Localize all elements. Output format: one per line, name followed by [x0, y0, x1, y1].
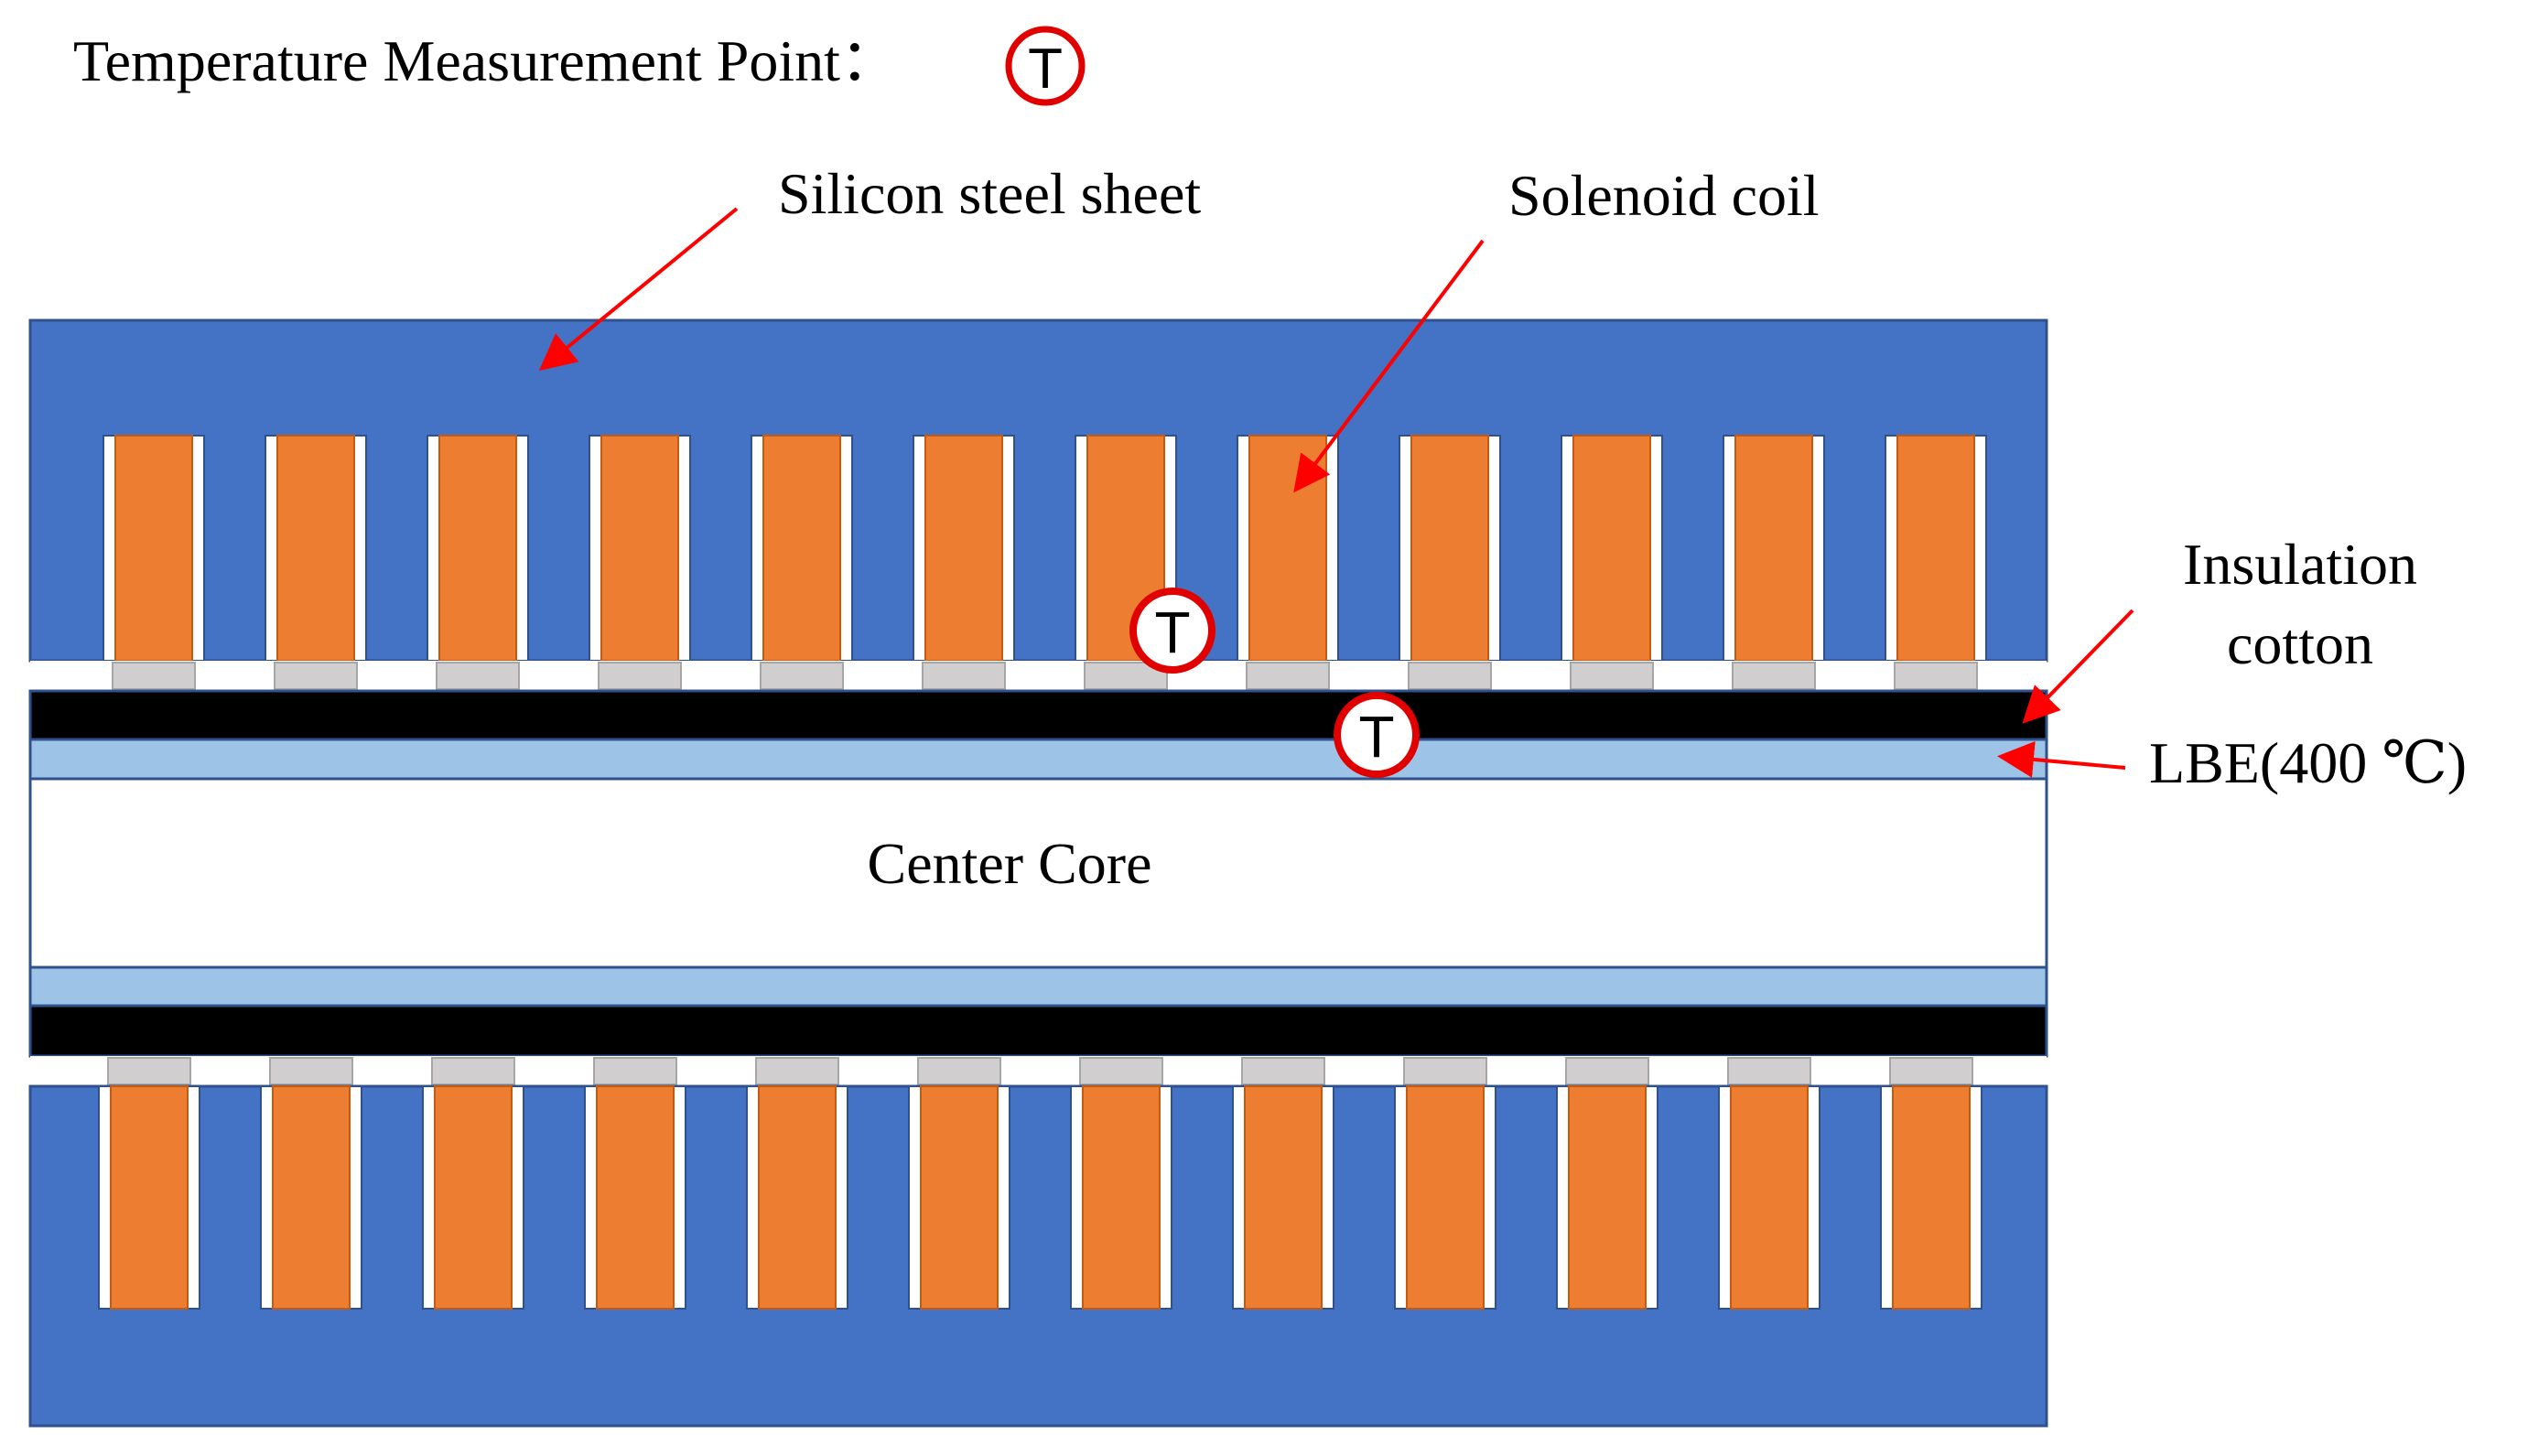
bottom-silicon-steel-sheet — [28, 1084, 2048, 1428]
top-solenoid-coil — [114, 435, 193, 662]
lbe-label: LBE(400 ℃) — [2149, 730, 2467, 795]
lbe-arrow — [1997, 740, 2126, 778]
bottom-solenoid-coil — [1082, 1085, 1161, 1310]
bottom-spacer-block — [269, 1057, 353, 1085]
bottom-spacer-block — [107, 1057, 191, 1085]
top-solenoid-coil — [924, 435, 1003, 662]
insulation-cotton-label-line2: cotton — [2227, 611, 2373, 676]
silicon-steel-sheet-arrow — [538, 207, 739, 372]
top-solenoid-coil — [438, 435, 517, 662]
top-insulation-cotton — [28, 689, 2048, 741]
bottom-spacer-block — [431, 1057, 515, 1085]
bottom-solenoid-coil — [110, 1085, 189, 1310]
solenoid-coil-arrow — [1293, 239, 1485, 493]
bottom-solenoid-coil — [920, 1085, 999, 1310]
top-solenoid-coil — [1896, 435, 1975, 662]
top-spacer-block — [436, 662, 520, 690]
bottom-spacer-block — [1079, 1057, 1163, 1085]
bottom-insulation-cotton — [28, 1004, 2048, 1058]
top-solenoid-coil — [1410, 435, 1489, 662]
top-spacer-block — [760, 662, 844, 690]
bottom-solenoid-coil — [1568, 1085, 1647, 1310]
bottom-spacers — [107, 1057, 1973, 1085]
bottom-solenoid-coil — [272, 1085, 351, 1310]
top-spacer-block — [1408, 662, 1492, 690]
top-spacer-block — [274, 662, 358, 690]
top-spacer-block — [922, 662, 1006, 690]
bottom-solenoid-coil — [596, 1085, 675, 1310]
bottom-gap-strip — [30, 1056, 2047, 1086]
insulation-cotton-label-line1: Insulation — [2183, 532, 2417, 597]
top-spacer-block — [598, 662, 682, 690]
top-lbe-layer — [28, 738, 2048, 781]
bottom-spacer-block — [1889, 1057, 1973, 1085]
top-solenoid-coil — [1248, 435, 1327, 662]
top-spacer-block — [1246, 662, 1330, 690]
measurement-point-coil-gap: T — [1129, 588, 1215, 674]
bottom-spacer-block — [1403, 1057, 1487, 1085]
bottom-spacer-block — [917, 1057, 1001, 1085]
bottom-solenoid-coil — [434, 1085, 513, 1310]
measurement-point-symbol: T — [1358, 704, 1394, 770]
top-solenoid-coil — [1572, 435, 1651, 662]
bottom-lbe-layer — [28, 965, 2048, 1008]
top-solenoid-coil — [1734, 435, 1813, 662]
legend-symbol: T — [1028, 38, 1063, 101]
center-core — [28, 777, 2048, 969]
center-core-label: Center Core — [868, 831, 1152, 896]
measurement-point-lbe: T — [1334, 692, 1420, 778]
bottom-solenoid-coil — [1244, 1085, 1323, 1310]
bottom-spacer-block — [755, 1057, 839, 1085]
bottom-spacer-block — [1241, 1057, 1325, 1085]
top-solenoid-coil — [600, 435, 679, 662]
top-solenoid-coil — [276, 435, 355, 662]
measurement-point-symbol: T — [1154, 599, 1190, 665]
bottom-solenoid-coil — [758, 1085, 837, 1310]
legend-text: Temperature Measurement Point： — [73, 28, 899, 93]
bottom-coil-slots — [98, 1085, 1982, 1310]
bottom-solenoid-coil — [1892, 1085, 1971, 1310]
bottom-solenoid-coil — [1730, 1085, 1809, 1310]
bottom-spacer-block — [1727, 1057, 1811, 1085]
silicon-steel-sheet-label: Silicon steel sheet — [778, 161, 1201, 226]
solenoid-coil-label: Solenoid coil — [1508, 163, 1820, 228]
insulation-cotton-arrow — [2022, 609, 2134, 724]
top-spacer-block — [1570, 662, 1654, 690]
bottom-solenoid-coil — [1406, 1085, 1485, 1310]
legend-measurement-point-icon: T — [1005, 26, 1086, 106]
top-spacers — [112, 662, 1978, 690]
top-solenoid-coil — [762, 435, 841, 662]
bottom-spacer-block — [1565, 1057, 1649, 1085]
top-spacer-block — [112, 662, 196, 690]
top-spacer-block — [1732, 662, 1816, 690]
bottom-spacer-block — [593, 1057, 677, 1085]
top-spacer-block — [1894, 662, 1978, 690]
top-gap-strip — [30, 661, 2047, 691]
